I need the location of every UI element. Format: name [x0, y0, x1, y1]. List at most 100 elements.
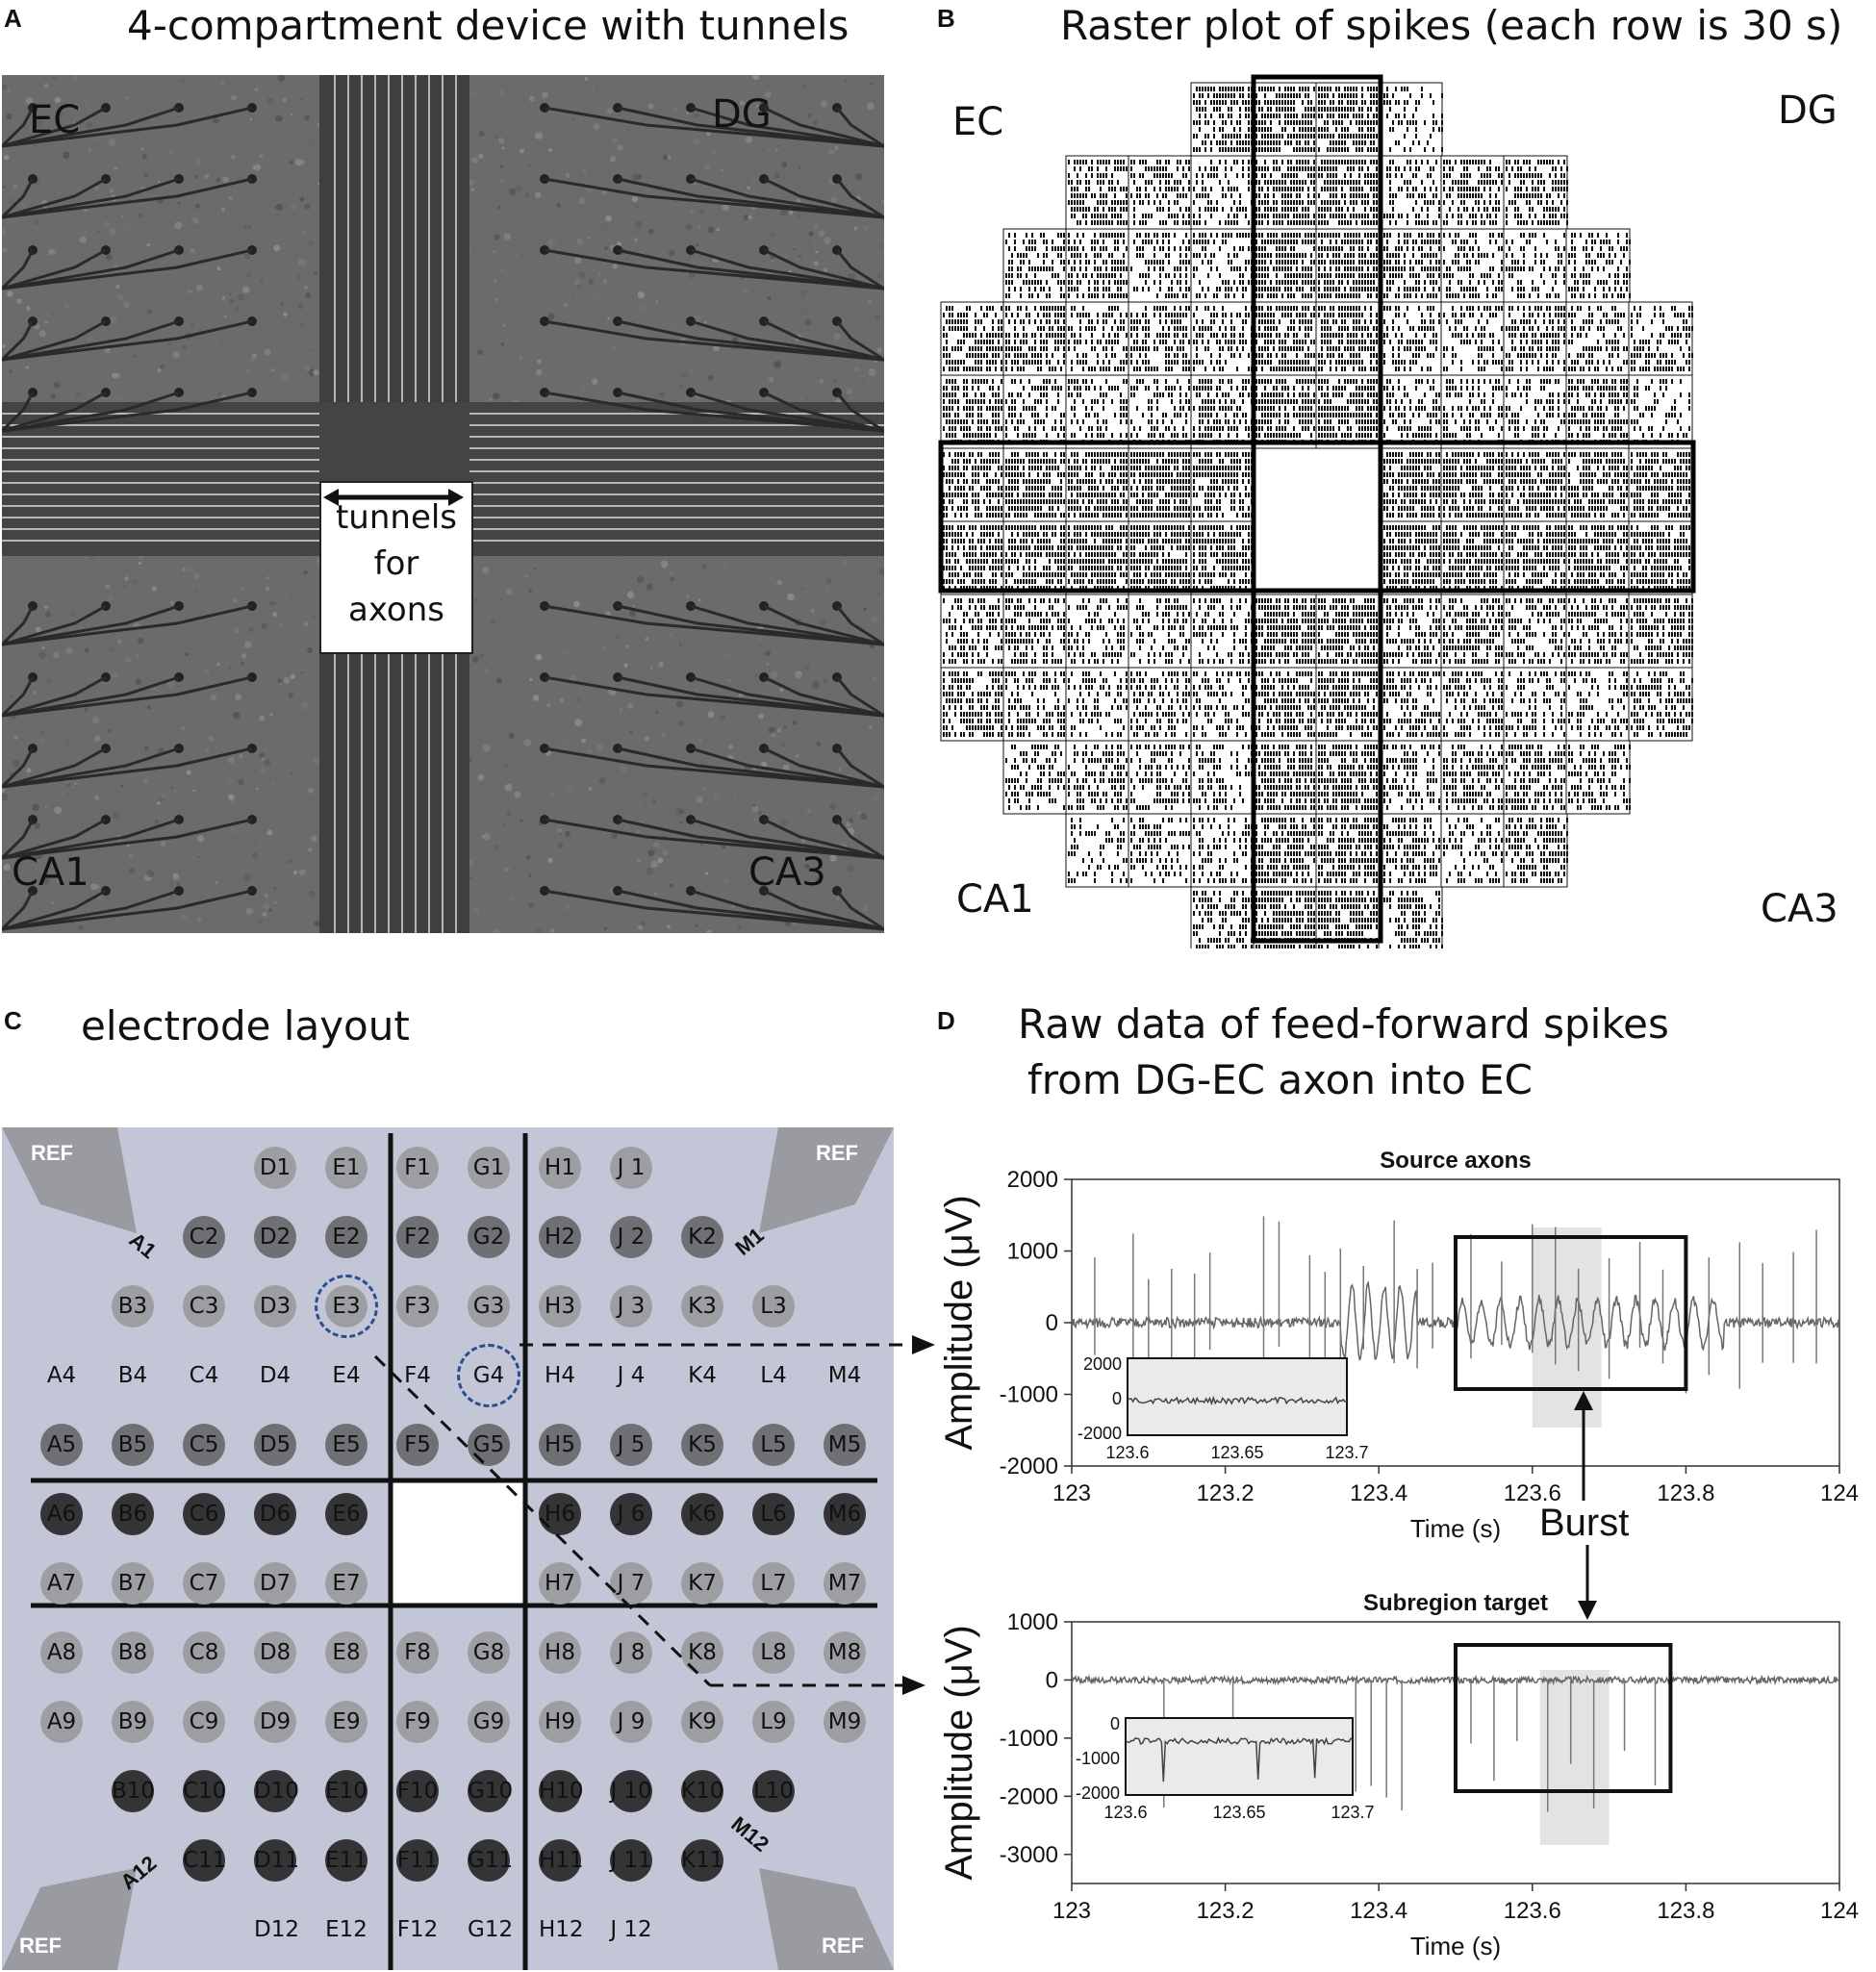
spike-mark	[1469, 246, 1471, 251]
spike-mark	[957, 340, 959, 344]
spike-mark	[1341, 134, 1343, 139]
spike-mark	[1287, 140, 1289, 145]
spike-mark	[1284, 120, 1286, 125]
spike-mark	[1142, 253, 1144, 258]
spike-mark	[1376, 246, 1378, 251]
cell-texture	[672, 325, 677, 330]
spike-mark	[1373, 100, 1375, 105]
spike-mark	[1114, 367, 1116, 371]
spike-mark	[1210, 114, 1212, 118]
cell-texture	[559, 832, 563, 836]
spike-mark	[1324, 266, 1326, 271]
spike-mark	[1279, 260, 1280, 265]
spike-mark	[1296, 273, 1298, 278]
spike-mark	[1296, 214, 1298, 218]
spike-mark	[1230, 266, 1232, 271]
spike-mark	[1588, 233, 1590, 238]
electrode-trace	[2, 675, 253, 718]
spike-mark	[1514, 207, 1516, 212]
cell-texture	[799, 290, 807, 297]
spike-mark	[1008, 266, 1010, 271]
spike-mark	[1318, 114, 1320, 118]
spike-mark	[1324, 214, 1326, 218]
spike-mark	[1386, 166, 1388, 171]
spike-mark	[1199, 214, 1201, 218]
cell-texture	[602, 279, 608, 285]
spike-mark	[1296, 233, 1298, 238]
spike-mark	[1216, 293, 1218, 298]
spike-mark	[1043, 253, 1045, 258]
spike-mark	[1347, 266, 1349, 271]
spike-mark	[1427, 140, 1429, 145]
spike-mark	[1367, 173, 1369, 178]
spike-mark	[1386, 253, 1388, 258]
cell-texture	[66, 78, 73, 85]
spike-mark	[1142, 160, 1144, 164]
spike-mark	[1139, 173, 1141, 178]
spike-mark	[1370, 180, 1372, 185]
cell-texture	[307, 348, 313, 353]
spike-mark	[998, 333, 1000, 338]
spike-mark	[1392, 266, 1394, 271]
spike-mark	[1356, 280, 1357, 285]
spike-mark	[1305, 253, 1306, 258]
cell-texture	[623, 663, 628, 668]
spike-mark	[975, 319, 976, 324]
spike-mark	[1103, 367, 1104, 371]
spike-mark	[1284, 173, 1286, 178]
cell-texture	[218, 339, 226, 346]
spike-mark	[1142, 346, 1144, 351]
cell-texture	[7, 88, 11, 92]
spike-mark	[1148, 200, 1150, 205]
spike-mark	[1091, 333, 1093, 338]
spike-mark	[1523, 160, 1525, 164]
spike-mark	[1321, 160, 1323, 164]
cell-texture	[489, 398, 492, 402]
spike-mark	[1111, 220, 1113, 225]
spike-mark	[1483, 273, 1485, 278]
spike-mark	[1310, 287, 1312, 291]
cell-texture	[78, 924, 84, 931]
spike-mark	[1421, 93, 1423, 98]
spike-mark	[1356, 266, 1357, 271]
spike-mark	[1043, 260, 1045, 265]
cell-texture	[812, 217, 816, 221]
spike-mark	[1043, 340, 1045, 344]
spike-mark	[957, 367, 959, 371]
cell-texture	[205, 747, 210, 752]
spike-mark	[1389, 147, 1391, 152]
cell-texture	[53, 76, 57, 80]
spike-mark	[1356, 200, 1357, 205]
spike-mark	[1105, 246, 1107, 251]
spike-mark	[1233, 266, 1235, 271]
cell-texture	[633, 238, 639, 242]
spike-mark	[951, 306, 953, 311]
spike-mark	[1344, 134, 1346, 139]
spike-mark	[1549, 220, 1551, 225]
spike-mark	[1222, 193, 1224, 198]
spike-mark	[1026, 273, 1027, 278]
electrode-trace	[2, 106, 180, 148]
spike-mark	[1168, 233, 1170, 238]
cell-texture	[300, 671, 304, 674]
spike-mark	[1204, 147, 1206, 152]
spike-mark	[1210, 140, 1212, 145]
electrode-trace	[835, 605, 884, 646]
spike-mark	[998, 326, 1000, 331]
spike-mark	[1526, 200, 1528, 205]
spike-mark	[1514, 193, 1516, 198]
spike-mark	[977, 340, 979, 344]
spike-mark	[1091, 240, 1093, 244]
spike-mark	[1261, 127, 1263, 132]
spike-mark	[1261, 280, 1263, 285]
spike-mark	[1463, 180, 1465, 185]
spike-mark	[1563, 180, 1565, 185]
spike-mark	[1571, 287, 1573, 291]
spike-mark	[1321, 173, 1323, 178]
cell-texture	[105, 584, 111, 590]
spike-mark	[1071, 193, 1073, 198]
spike-mark	[1452, 260, 1454, 265]
spike-mark	[1188, 287, 1190, 291]
spike-mark	[1117, 280, 1119, 285]
spike-mark	[1376, 287, 1378, 291]
